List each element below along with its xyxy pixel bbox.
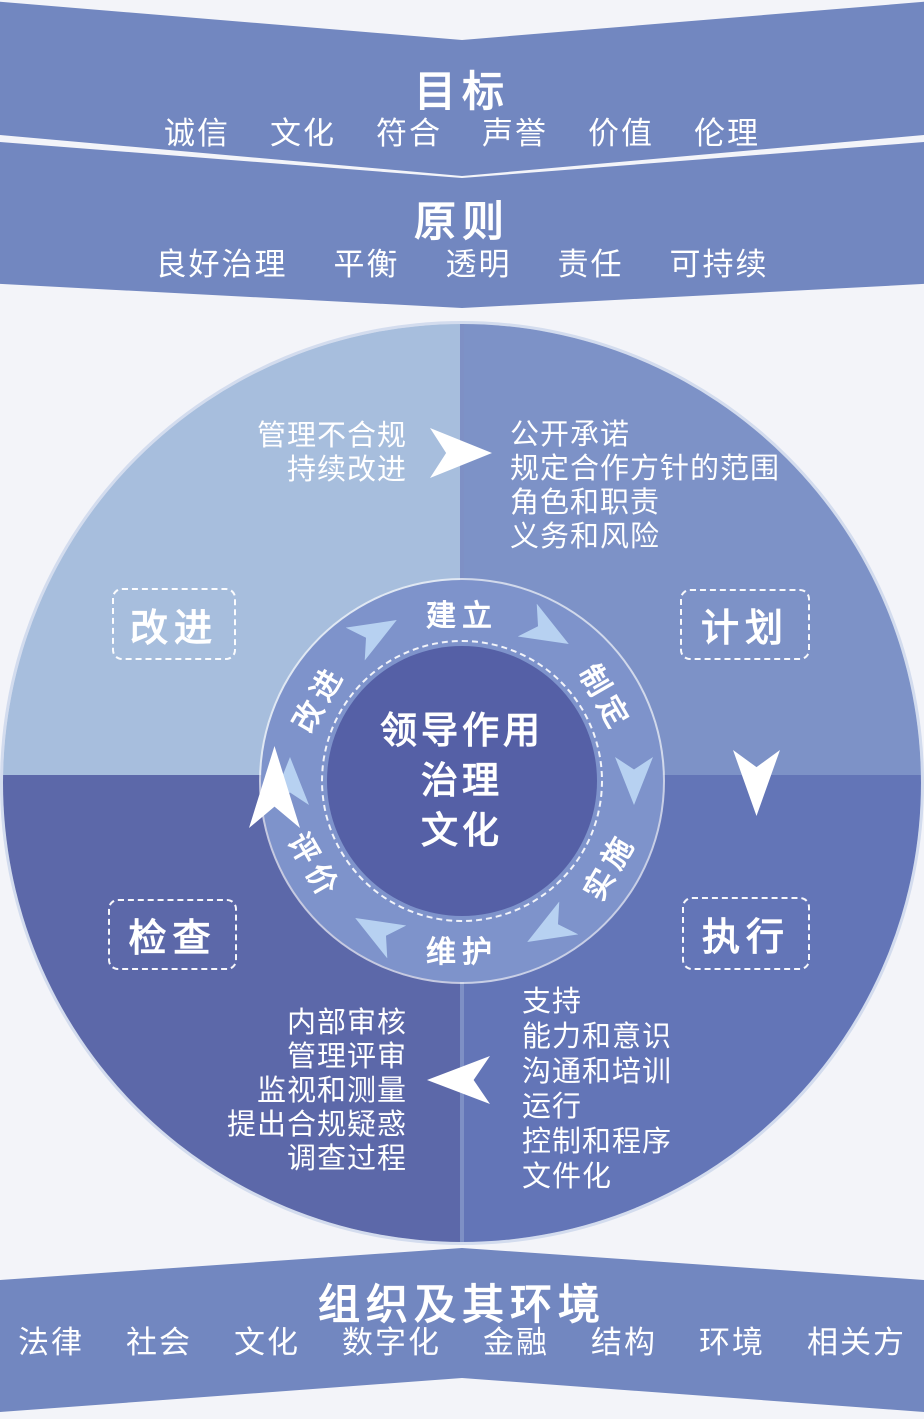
note-line: 能力和意识 xyxy=(522,1021,673,1053)
banner-principle-items: 良好治理 平衡 透明 责任 可持续 xyxy=(0,239,924,284)
note-line: 义务和风险 xyxy=(510,521,661,553)
note-line: 监视和测量 xyxy=(256,1075,407,1107)
note-line: 调查过程 xyxy=(286,1143,407,1175)
banner-principle-item: 透明 xyxy=(445,247,512,282)
banner-goal-item: 价值 xyxy=(588,116,654,151)
note-line: 运行 xyxy=(522,1091,583,1123)
banner-context-title: 组织及其环境 xyxy=(317,1281,606,1328)
banner-goal-item: 文化 xyxy=(270,116,336,151)
note-line: 角色和职责 xyxy=(510,487,661,519)
banner-goal-item: 符合 xyxy=(376,116,442,151)
phase-box-improve: 改进 xyxy=(112,588,236,660)
banner-context-item: 结构 xyxy=(591,1325,657,1360)
note-line: 持续改进 xyxy=(286,454,407,486)
banner-context-item: 相关方 xyxy=(807,1325,906,1360)
banner-context-item: 法律 xyxy=(18,1325,84,1360)
ring-clockwise-arrow-icon xyxy=(518,902,579,959)
note-line: 内部审核 xyxy=(286,1007,407,1039)
note-line: 规定合作方针的范围 xyxy=(510,453,781,485)
banner-context-items: 法律 社会 文化 数字化 金融 结构 环境 相关方 xyxy=(0,1317,924,1362)
phase-box-do: 执行 xyxy=(682,897,810,970)
banner-goal-items: 诚信 文化 符合 声誉 价值 伦理 xyxy=(0,108,924,153)
leadership-center-circle: 领导作用 治理 文化 xyxy=(327,646,597,916)
banner-principle-item: 可持续 xyxy=(669,247,769,282)
note-line: 管理评审 xyxy=(286,1041,407,1073)
check-notes: 内部审核 管理评审 监视和测量 提出合规疑惑 调查过程 xyxy=(227,1006,407,1176)
note-line: 控制和程序 xyxy=(522,1126,673,1158)
note-line: 公开承诺 xyxy=(510,419,631,451)
ring-label-establish: 建立 xyxy=(426,600,498,633)
banner-context-item: 文化 xyxy=(234,1325,300,1360)
banner-principle-item: 平衡 xyxy=(333,247,400,282)
ring-clockwise-arrow-icon xyxy=(346,902,407,959)
banner-goal-item: 伦理 xyxy=(694,116,760,151)
center-line: 文化 xyxy=(421,810,503,851)
center-line: 领导作用 xyxy=(380,710,544,751)
plan-notes: 公开承诺 规定合作方针的范围 角色和职责 义务和风险 xyxy=(510,418,780,554)
note-line: 文件化 xyxy=(522,1161,613,1193)
ring-label-maintain: 维护 xyxy=(426,936,498,969)
do-notes: 支持 能力和意识 沟通和培训 运行 控制和程序 文件化 xyxy=(522,985,672,1195)
banner-principle-title: 原则 xyxy=(413,198,510,245)
banner-goal-item: 诚信 xyxy=(164,116,230,151)
banner-context-item: 数字化 xyxy=(342,1325,441,1360)
banner-principle-item: 责任 xyxy=(557,247,624,282)
banner-context-item: 社会 xyxy=(126,1325,192,1360)
banner-goal-item: 声誉 xyxy=(482,116,548,151)
phase-box-check: 检查 xyxy=(108,899,237,970)
note-line: 管理不合规 xyxy=(256,420,407,452)
banner-goal-title: 目标 xyxy=(413,68,510,115)
note-line: 沟通和培训 xyxy=(522,1056,673,1088)
pdca-ring: 建立 制定 实施 维护 评价 改进 领导作用 治理 文化 xyxy=(261,580,663,982)
note-line: 支持 xyxy=(522,986,583,1018)
ring-clockwise-arrow-icon xyxy=(615,757,653,805)
ring-clockwise-arrow-icon xyxy=(518,604,579,661)
banner-context-item: 环境 xyxy=(699,1325,765,1360)
dashed-circle xyxy=(321,640,603,922)
banner-principle-item: 良好治理 xyxy=(155,247,288,282)
banner-context-item: 金融 xyxy=(483,1325,549,1360)
banner-context: 组织及其环境 法律 社会 文化 数字化 金融 结构 环境 相关方 xyxy=(0,1248,924,1412)
ring-clockwise-arrow-icon xyxy=(346,604,407,661)
phase-box-plan: 计划 xyxy=(680,589,810,660)
banner-goal: 目标 诚信 文化 符合 声誉 价值 伦理 xyxy=(0,1,924,176)
improve-notes: 管理不合规 持续改进 xyxy=(257,419,407,487)
note-line: 提出合规疑惑 xyxy=(226,1109,407,1141)
pdca-circle: 建立 制定 实施 维护 评价 改进 领导作用 治理 文化 xyxy=(3,324,921,1242)
center-line: 治理 xyxy=(421,760,503,801)
